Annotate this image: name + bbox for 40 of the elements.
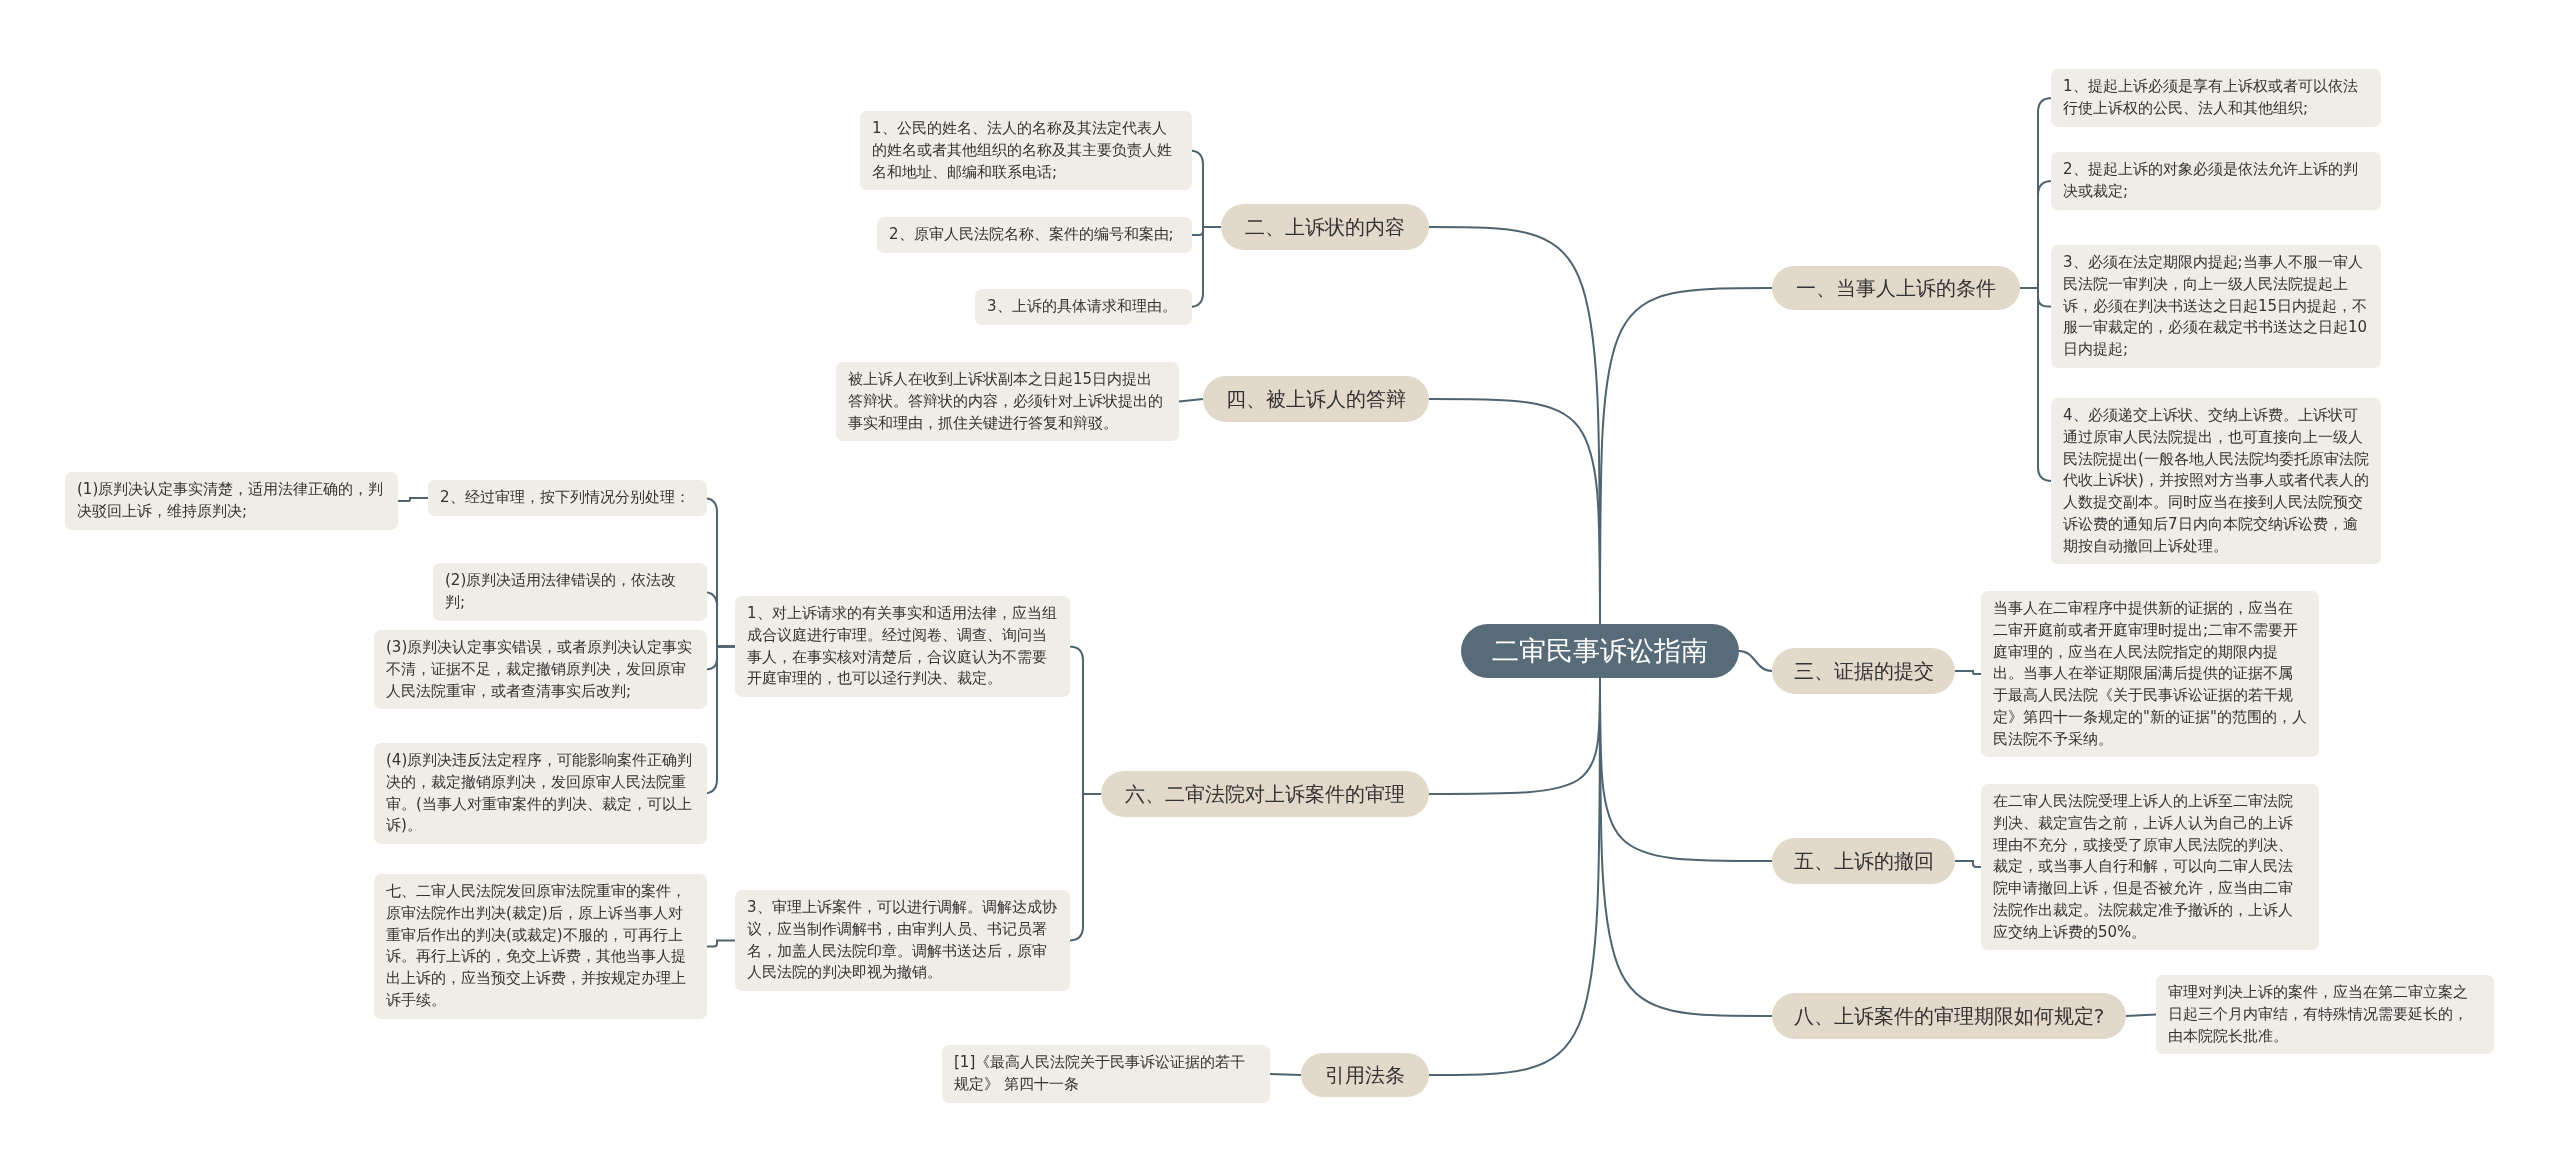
note-card: 七、二审人民法院发回原审法院重审的案件，原审法院作出判决(裁定)后，原上诉当事人对重审后作出的判决(或裁定)不服的，可再行上诉。再行上诉的，免交上诉费，其他当事人提出上诉的，应当预交上诉费，并按规定办理上诉手续。 — [374, 874, 707, 1019]
note-card: 在二审人民法院受理上诉人的上诉至二审法院判决、裁定宣告之前，上诉人认为自己的上诉理由不充分，或接受了原审人民法院的判决、裁定，或当事人自行和解，可以向二审人民法院申请撤回上诉，但是否被允许，应当由二审法院作出裁定。法院裁定准予撤诉的，上诉人应交纳上诉费的50%。 — [1981, 784, 2319, 951]
connector-line — [1428, 398, 1601, 625]
note-card: 4、必须递交上诉状、交纳上诉费。上诉状可通过原审人民法院提出，也可直接向上一级人民法院提出(一般各地人民法院均委托原审法院代收上诉状)，并按照对方当事人或者代表人的人数提交副本。同时应当在接到人民法院预交诉讼费的通知后7日内向本院交纳诉讼费，逾期按自动撤回上诉处理。 — [2051, 398, 2381, 565]
note-card: 3、上诉的具体请求和理由。 — [975, 289, 1192, 325]
note-card: (1)原判决认定事实清楚，适用法律正确的，判决驳回上诉，维持原判决; — [65, 472, 398, 530]
note-card: 1、公民的姓名、法人的名称及其法定代表人的姓名或者其他组织的名称及其主要负责人姓名和地址、邮编和联系电话; — [860, 111, 1192, 191]
connector-line — [1269, 1073, 1302, 1076]
note-card: 3、审理上诉案件，可以进行调解。调解达成协议，应当制作调解书，由审判人员、书记员署名，加盖人民法院印章。调解书送达后，原审人民法院的判决即视为撤销。 — [735, 890, 1070, 991]
topic-pill: 三、证据的提交 — [1772, 648, 1955, 694]
connector-line — [1954, 860, 1982, 868]
topic-pill: 五、上诉的撤回 — [1772, 838, 1955, 884]
topic-pill: 八、上诉案件的审理期限如何规定? — [1772, 993, 2126, 1039]
note-card: 2、经过审理，按下列情况分别处理： — [428, 480, 707, 516]
topic-pill: 四、被上诉人的答辩 — [1203, 376, 1429, 422]
note-card: 2、原审人民法院名称、案件的编号和案由; — [877, 217, 1192, 253]
note-card: 被上诉人在收到上诉状副本之日起15日内提出答辩状。答辩状的内容，必须针对上诉状提出的事实和理由，抓住关键进行答复和辩驳。 — [836, 362, 1179, 442]
note-card: (4)原判决违反法定程序，可能影响案件正确判决的，裁定撤销原判决，发回原审人民法院重审。(当事人对重审案件的判决、裁定，可以上诉)。 — [374, 743, 707, 844]
note-card: 当事人在二审程序中提供新的证据的，应当在二审开庭前或者开庭审理时提出;二审不需要开庭审理的，应当在人民法院指定的期限内提出。当事人在举证期限届满后提供的证据不属于最高人民法院《关于民事诉讼证据的若干规定》第四十一条规定的"新的证据"的范围的，人民法院不予采纳。 — [1981, 591, 2319, 758]
note-card: 1、对上诉请求的有关事实和适用法律，应当组成合议庭进行审理。经过阅卷、调查、询问当事人，在事实核对清楚后，合议庭认为不需要开庭审理的，也可以迳行判决、裁定。 — [735, 596, 1070, 697]
note-card: (2)原判决适用法律错误的，依法改判; — [433, 563, 707, 621]
note-card: (3)原判决认定事实错误，或者原判决认定事实不清，证据不足，裁定撤销原判决，发回原审人民法院重审，或者查清事实后改判; — [374, 630, 707, 710]
note-card: [1]《最高人民法院关于民事诉讼证据的若干规定》 第四十一条 — [942, 1045, 1270, 1103]
topic-pill: 六、二审法院对上诉案件的审理 — [1101, 771, 1429, 817]
topic-pill: 一、当事人上诉的条件 — [1772, 266, 2020, 310]
connector-line — [1954, 670, 1982, 675]
central-topic: 二审民事诉讼指南 — [1461, 624, 1739, 678]
connector-line — [397, 497, 429, 502]
note-card: 审理对判决上诉的案件，应当在第二审立案之日起三个月内审结，有特殊情况需要延长的，由本院院长批准。 — [2156, 975, 2494, 1055]
note-card: 2、提起上诉的对象必须是依法允许上诉的判决或裁定; — [2051, 152, 2381, 210]
connector-line — [1738, 650, 1773, 672]
connector-line — [1178, 398, 1204, 403]
connector-line — [1068, 793, 1102, 942]
note-card: 3、必须在法定期限内提起;当事人不服一审人民法院一审判决，向上一级人民法院提起上诉，必须在判决书送达之日起15日内提起，不服一审裁定的，必须在裁定书书送达之日起10日内提起; — [2051, 245, 2381, 368]
note-card: 1、提起上诉必须是享有上诉权或者可以依法行使上诉权的公民、法人和其他组织; — [2051, 69, 2381, 127]
connector-line — [2019, 287, 2053, 482]
connector-line — [706, 939, 736, 948]
topic-pill: 引用法条 — [1301, 1053, 1429, 1097]
connector-line — [2125, 1013, 2157, 1017]
topic-pill: 二、上诉状的内容 — [1221, 204, 1429, 250]
